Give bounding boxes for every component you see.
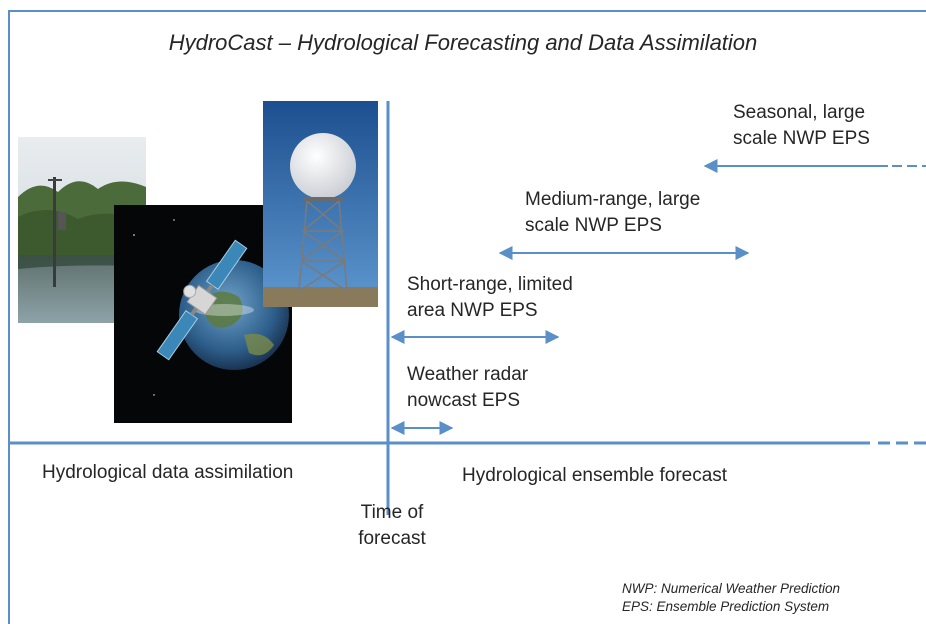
short-range-line-2: area NWP EPS [407, 300, 538, 321]
time-of-forecast-label: Time of forecast [340, 500, 444, 552]
weather-radar-tower-photo [263, 101, 378, 307]
short-range-label: Short-range, limited area NWP EPS [407, 272, 573, 324]
medium-range-line-1: Medium-range, large [525, 189, 701, 210]
nowcast-range-label: Weather radar nowcast EPS [407, 362, 528, 414]
seasonal-range-line-2: scale NWP EPS [733, 128, 870, 149]
medium-range-line-2: scale NWP EPS [525, 215, 662, 236]
legend-eps: EPS: Ensemble Prediction System [622, 599, 830, 614]
data-assimilation-label: Hydrological data assimilation [42, 462, 294, 483]
top-border [8, 10, 926, 12]
left-border [8, 10, 10, 624]
abbreviation-legend: NWP: Numerical Weather Prediction EPS: E… [622, 580, 840, 616]
nowcast-range-line-1: Weather radar [407, 364, 529, 385]
ensemble-forecast-label: Hydrological ensemble forecast [462, 465, 728, 486]
short-range-line-1: Short-range, limited [407, 274, 573, 295]
seasonal-range-label: Seasonal, large scale NWP EPS [733, 100, 870, 152]
diagram-title: HydroCast – Hydrological Forecasting and… [168, 30, 758, 55]
legend-nwp: NWP: Numerical Weather Prediction [622, 581, 841, 596]
nowcast-range-line-2: nowcast EPS [407, 390, 520, 411]
satellite-earth-illustration [114, 205, 292, 423]
seasonal-range-line-1: Seasonal, large [733, 102, 866, 123]
medium-range-label: Medium-range, large scale NWP EPS [525, 187, 700, 239]
time-of-forecast-line-2: forecast [358, 528, 426, 549]
time-of-forecast-line-1: Time of [360, 502, 424, 523]
